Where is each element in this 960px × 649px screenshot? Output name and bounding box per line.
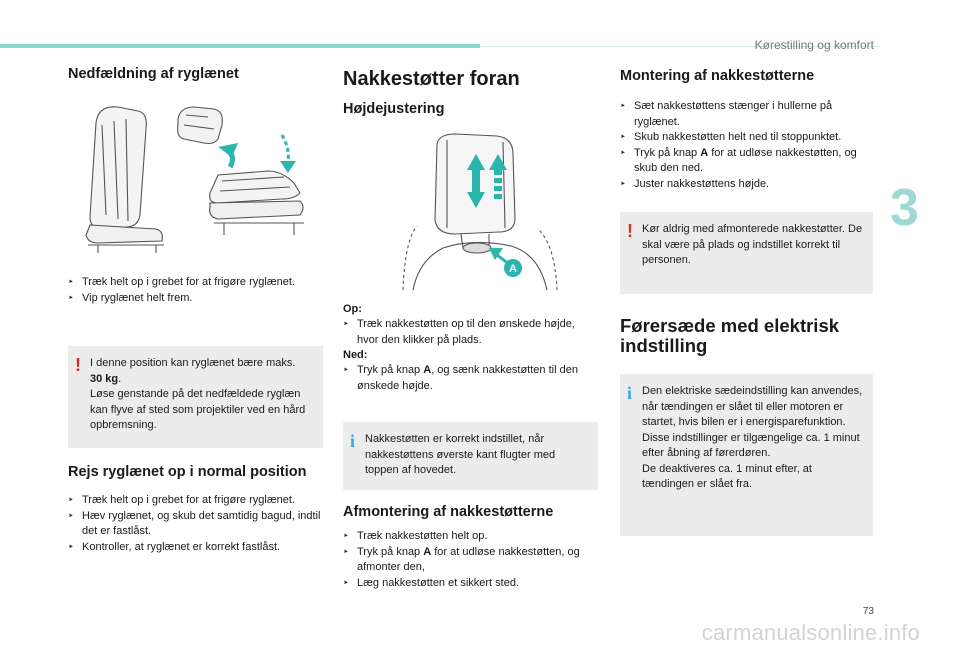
subsection-title-height: Højdejustering (343, 101, 445, 117)
section-title-raise-backrest: Rejs ryglænet op i normal position (68, 464, 307, 480)
headrest-illustration: A (402, 133, 558, 291)
callout-a-label: A (509, 263, 517, 275)
down-label: Ned: (343, 349, 368, 361)
list-item: Træk nakkestøtten op til den ønskede høj… (343, 317, 598, 348)
column-3: Montering af nakkestøtterne Sæt nakkestø… (620, 66, 873, 536)
info-box-electric: i Den elektriske sædeindstilling kan anv… (620, 374, 873, 536)
list-item: Hæv ryglænet, og skub det samtidig bagud… (68, 509, 323, 540)
info-text-1: Den elektriske sædeindstilling kan anven… (642, 385, 863, 428)
list-item: Tryk på knap A for at udløse nakkestøtte… (620, 146, 873, 177)
section-title-mounting: Montering af nakkestøtterne (620, 68, 815, 84)
info-icon: i (627, 383, 633, 403)
info-text-3: De deaktiveres ca. 1 minut efter, at tæn… (642, 462, 812, 491)
info-box-adjust: i Nakkestøtten er korrekt indstillet, nå… (343, 422, 598, 490)
list-item: Kontroller, at ryglænet er korrekt fastl… (68, 540, 323, 556)
section-title-removal: Afmontering af nakkestøtterne (343, 504, 554, 520)
mounting-steps-list: Sæt nakkestøttens stænger i hullerne på … (620, 99, 873, 192)
warning-box-load: ! I denne position kan ryglænet bære mak… (68, 346, 323, 448)
callout-a-badge (504, 259, 522, 277)
button-a-ref: A (700, 146, 709, 159)
list-item: Sæt nakkestøttens stænger i hullerne på … (620, 99, 873, 130)
raise-steps-list: Træk helt op i grebet for at frigøre ryg… (68, 493, 323, 555)
info-text-2: Disse indstillinger er tilgængelige ca. … (642, 431, 860, 460)
info-text: Nakkestøtten er korrekt indstillet, når … (365, 433, 556, 476)
fold-steps-list: Træk helt op i grebet for at frigøre ryg… (68, 275, 323, 306)
list-item: Træk helt op i grebet for at frigøre ryg… (68, 275, 323, 291)
button-a-ref: A (423, 545, 432, 558)
section-title-electric-seat: Førersæde med elektrisk indstilling (620, 315, 840, 356)
warning-text: Kør aldrig med afmonterede nakkestøtter.… (642, 223, 863, 266)
warning-max-load: 30 kg (90, 372, 119, 385)
info-icon: i (350, 431, 356, 451)
button-a-ref: A (423, 364, 432, 376)
top-accent-line (480, 46, 880, 47)
watermark: carmanualsonline.info (701, 620, 920, 645)
warning-text-1: I denne position kan ryglænet bære maks. (90, 357, 296, 369)
up-steps-list: Træk nakkestøtten op til den ønskede høj… (343, 317, 598, 348)
column-1: Nedfældning af ryglænet Træk helt op i g… (68, 66, 323, 555)
list-item: Træk helt op i grebet for at frigøre ryg… (68, 493, 323, 509)
warning-icon: ! (75, 355, 81, 375)
list-item: Juster nakkestøttens højde. (620, 177, 873, 193)
chapter-number: 3 (890, 179, 919, 237)
top-accent-bar (0, 44, 480, 48)
up-label: Op: (343, 303, 362, 315)
list-item: Træk nakkestøtten helt op. (343, 529, 598, 545)
list-item: Tryk på knap A for at udløse nakkestøtte… (343, 545, 598, 576)
list-item: Læg nakkestøtten et sikkert sted. (343, 576, 598, 592)
list-item: Tryk på knap A, og sænk nakkestøtten til… (343, 363, 598, 394)
list-item: Vip ryglænet helt frem. (68, 291, 323, 307)
warning-icon: ! (627, 221, 633, 241)
down-steps-list: Tryk på knap A, og sænk nakkestøtten til… (343, 363, 598, 394)
section-title-fold-backrest: Nedfældning af ryglænet (68, 66, 239, 82)
warning-box-headrest: ! Kør aldrig med afmonterede nakkestøtte… (620, 212, 873, 294)
list-item: Skub nakkestøtten helt ned til stoppunkt… (620, 130, 873, 146)
page-number: 73 (862, 606, 874, 617)
column-2: Nakkestøtter foran Højdejustering A Op: (343, 66, 598, 591)
removal-steps-list: Træk nakkestøtten helt op. Tryk på knap … (343, 529, 598, 591)
page-heading: Nakkestøtter foran (343, 68, 520, 90)
chapter-title: Kørestilling og komfort (754, 38, 874, 52)
seat-fold-illustration (85, 106, 304, 253)
warning-text-2: Løse genstande på det nedfældede ryglæn … (90, 388, 306, 431)
